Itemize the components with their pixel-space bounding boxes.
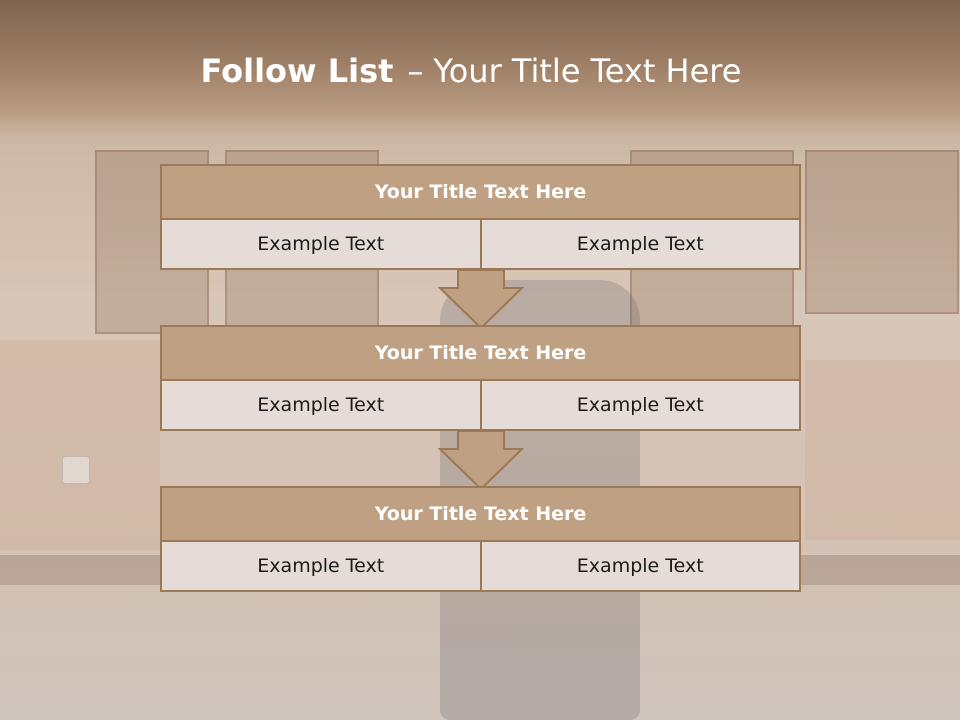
block-cell-right: Example Text [481, 220, 801, 270]
wall-socket [62, 456, 90, 484]
list-block-1: Your Title Text Here Example Text Exampl… [160, 164, 801, 270]
slide-title-dash: – [407, 52, 424, 90]
slide-title: Follow List–Your Title Text Here [0, 52, 942, 90]
block-row: Example Text Example Text [160, 381, 801, 431]
list-block-2: Your Title Text Here Example Text Exampl… [160, 325, 801, 431]
tile-wall [0, 340, 160, 550]
block-title: Your Title Text Here [160, 486, 801, 542]
block-row: Example Text Example Text [160, 542, 801, 592]
slide-title-rest: Your Title Text Here [433, 52, 742, 90]
tile-wall [805, 360, 960, 540]
down-arrow-icon [438, 431, 524, 491]
block-title: Your Title Text Here [160, 325, 801, 381]
block-row: Example Text Example Text [160, 220, 801, 270]
cabinet-shape [805, 150, 959, 314]
block-cell-left: Example Text [160, 220, 482, 270]
block-cell-right: Example Text [481, 381, 801, 431]
block-cell-left: Example Text [160, 381, 482, 431]
list-block-3: Your Title Text Here Example Text Exampl… [160, 486, 801, 592]
block-cell-right: Example Text [481, 542, 801, 592]
block-title: Your Title Text Here [160, 164, 801, 220]
down-arrow-icon [438, 270, 524, 330]
block-cell-left: Example Text [160, 542, 482, 592]
slide-title-bold: Follow List [200, 52, 394, 90]
